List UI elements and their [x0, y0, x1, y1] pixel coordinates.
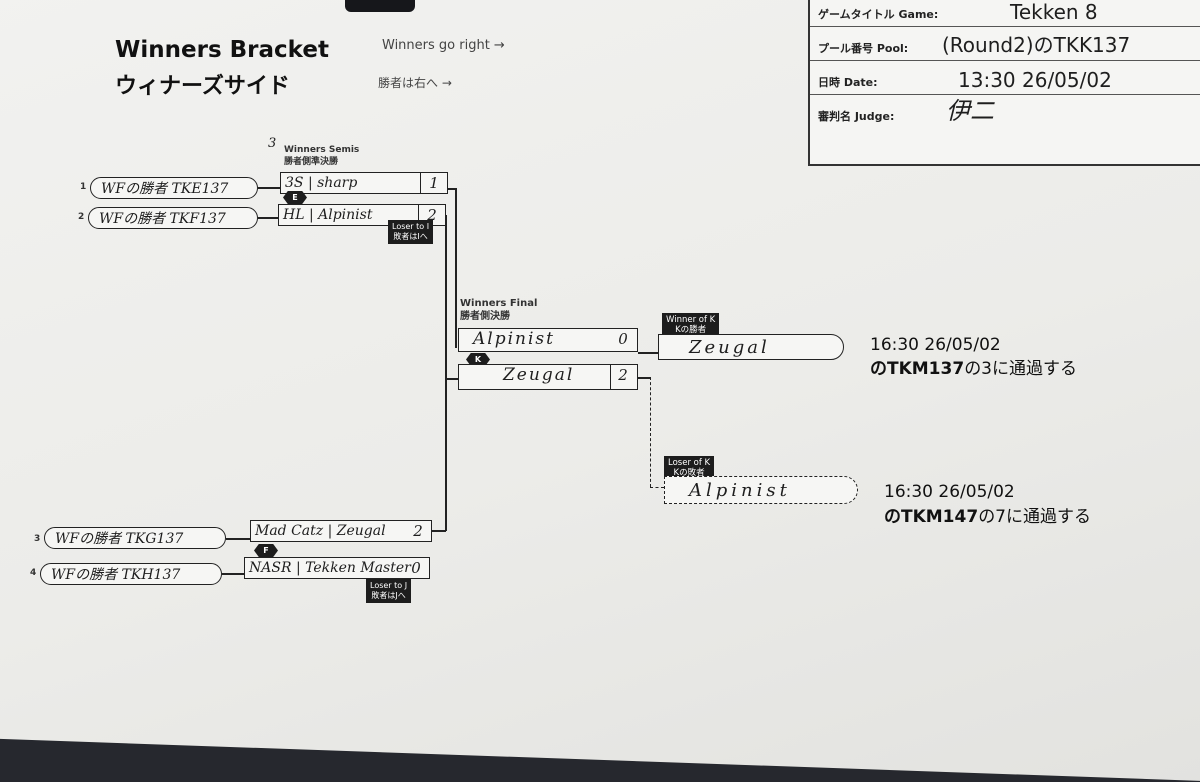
winner-k-dest-pool: のTKM137 [870, 359, 965, 379]
match-f-player-2-score[interactable]: 0 [411, 559, 421, 577]
title-jp: ウィナーズサイド [115, 74, 290, 99]
title-en: Winners Bracket [115, 37, 329, 63]
winner-k-name-box[interactable]: Zeugal [658, 334, 844, 360]
loser-k-dest-pool: のTKM147 [884, 507, 979, 527]
winner-k-tag-en: Winner of K [666, 315, 716, 325]
match-e-loser-tag-jp: 敗者はIへ [393, 232, 428, 241]
seed-number: 3 [34, 534, 41, 544]
loser-k-time: 16:30 26/05/02 [884, 482, 1015, 502]
pool-row: プール番号 Pool: (Round2)のTKK137 [810, 26, 1200, 61]
winner-k-dest-slot: の3に通過する [964, 359, 1078, 379]
match-f-player-1-score[interactable]: 2 [413, 522, 423, 540]
final-match-id: K [466, 353, 490, 366]
loser-k-tag-jp: Kの敗者 [673, 468, 705, 478]
date-label: 日時 Date: [818, 76, 878, 89]
match-e-player-2-name: HL | Alpinist [283, 207, 373, 223]
connector-line [638, 352, 658, 354]
pool-value: (Round2)のTKK137 [942, 33, 1131, 57]
date-value: 13:30 26/05/02 [958, 68, 1112, 92]
judge-label: 審判名 Judge: [818, 110, 895, 123]
loser-k-dest-slot: の7に通過する [978, 507, 1092, 527]
loser-k-tag-en: Loser of K [668, 458, 711, 468]
loser-path-line [650, 487, 664, 488]
seed-number: 1 [80, 182, 87, 192]
final-player-2[interactable]: Zeugal 2 [458, 364, 638, 390]
match-e-player-2[interactable]: HL | Alpinist 2 [278, 204, 446, 226]
connector-line [455, 188, 457, 348]
semis-note: 3 [268, 136, 277, 151]
semis-label-en: Winners Semis [284, 145, 360, 155]
loser-k-destination: のTKM147の7に通過する [884, 505, 1091, 529]
connector-line [445, 378, 459, 380]
seed-number: 4 [30, 568, 37, 578]
match-f-player-1[interactable]: Mad Catz | Zeugal 2 [250, 520, 432, 542]
connector-line [432, 530, 446, 532]
seed-1-box[interactable]: WFの勝者 TKE137 [90, 177, 258, 199]
connector-line [226, 538, 250, 540]
match-f-loser-tag: Loser to J 敗者はJへ [366, 579, 412, 603]
game-label: ゲームタイトル Game: [818, 8, 939, 21]
winner-k-tag: Winner of K Kの勝者 [662, 313, 720, 337]
loser-k-name-box[interactable]: Alpinist [664, 476, 858, 504]
match-e-loser-tag: Loser to I 敗者はIへ [388, 220, 434, 244]
connector-line [445, 215, 447, 531]
subtitle-jp: 勝者は右へ → [378, 76, 452, 90]
subtitle-en: Winners go right → [382, 38, 505, 53]
connector-line [258, 187, 280, 189]
seed-4-box[interactable]: WFの勝者 TKH137 [40, 563, 222, 585]
match-f-player-2[interactable]: NASR | Tekken Master 0 [244, 557, 430, 579]
winner-k-time: 16:30 26/05/02 [870, 335, 1001, 355]
final-player-1-name: Alpinist [473, 329, 555, 349]
game-row: ゲームタイトル Game: Tekken 8 [810, 0, 1200, 27]
match-f-player-2-name: NASR | Tekken Master [249, 560, 411, 576]
judge-row: 審判名 Judge: 伊二 [810, 94, 1200, 128]
connector-line [638, 377, 650, 379]
game-value: Tekken 8 [1010, 0, 1098, 24]
match-f-player-1-name: Mad Catz | Zeugal [255, 523, 386, 539]
match-f-id: F [254, 544, 278, 557]
match-e-loser-tag-en: Loser to I [392, 222, 430, 231]
loser-path-line [650, 377, 651, 487]
winner-k-tag-jp: Kの勝者 [675, 325, 707, 335]
pool-label: プール番号 Pool: [818, 42, 909, 55]
judge-value: 伊二 [946, 97, 994, 125]
final-label-jp: 勝者側決勝 [460, 311, 510, 322]
match-e-id: E [283, 191, 307, 204]
match-info-box: ゲームタイトル Game: Tekken 8 プール番号 Pool: (Roun… [808, 0, 1200, 166]
date-row: 日時 Date: 13:30 26/05/02 [810, 60, 1200, 95]
winner-k-destination: のTKM137の3に通過する [870, 357, 1077, 381]
final-player-1[interactable]: Alpinist 0 [458, 328, 638, 352]
seed-3-box[interactable]: WFの勝者 TKG137 [44, 527, 226, 549]
match-f-loser-tag-en: Loser to J [370, 581, 408, 590]
final-label-en: Winners Final [460, 298, 538, 309]
connector-line [448, 188, 456, 190]
final-player-1-score[interactable]: 0 [618, 330, 630, 348]
final-player-2-score[interactable]: 2 [610, 365, 637, 389]
match-e-player-1-score[interactable]: 1 [420, 173, 447, 193]
match-e-player-2-score[interactable]: 2 [418, 205, 445, 225]
seed-number: 2 [78, 212, 85, 222]
match-e-player-1-name: 3S | sharp [285, 175, 358, 191]
semis-label-jp: 勝者側準決勝 [284, 157, 339, 167]
clipboard-clip [345, 0, 415, 12]
connector-line [258, 217, 280, 219]
final-player-2-name: Zeugal [503, 365, 575, 385]
connector-line [222, 573, 244, 575]
match-f-loser-tag-jp: 敗者はJへ [371, 591, 406, 600]
seed-2-box[interactable]: WFの勝者 TKF137 [88, 207, 258, 229]
match-e-player-1[interactable]: 3S | sharp 1 [280, 172, 448, 194]
